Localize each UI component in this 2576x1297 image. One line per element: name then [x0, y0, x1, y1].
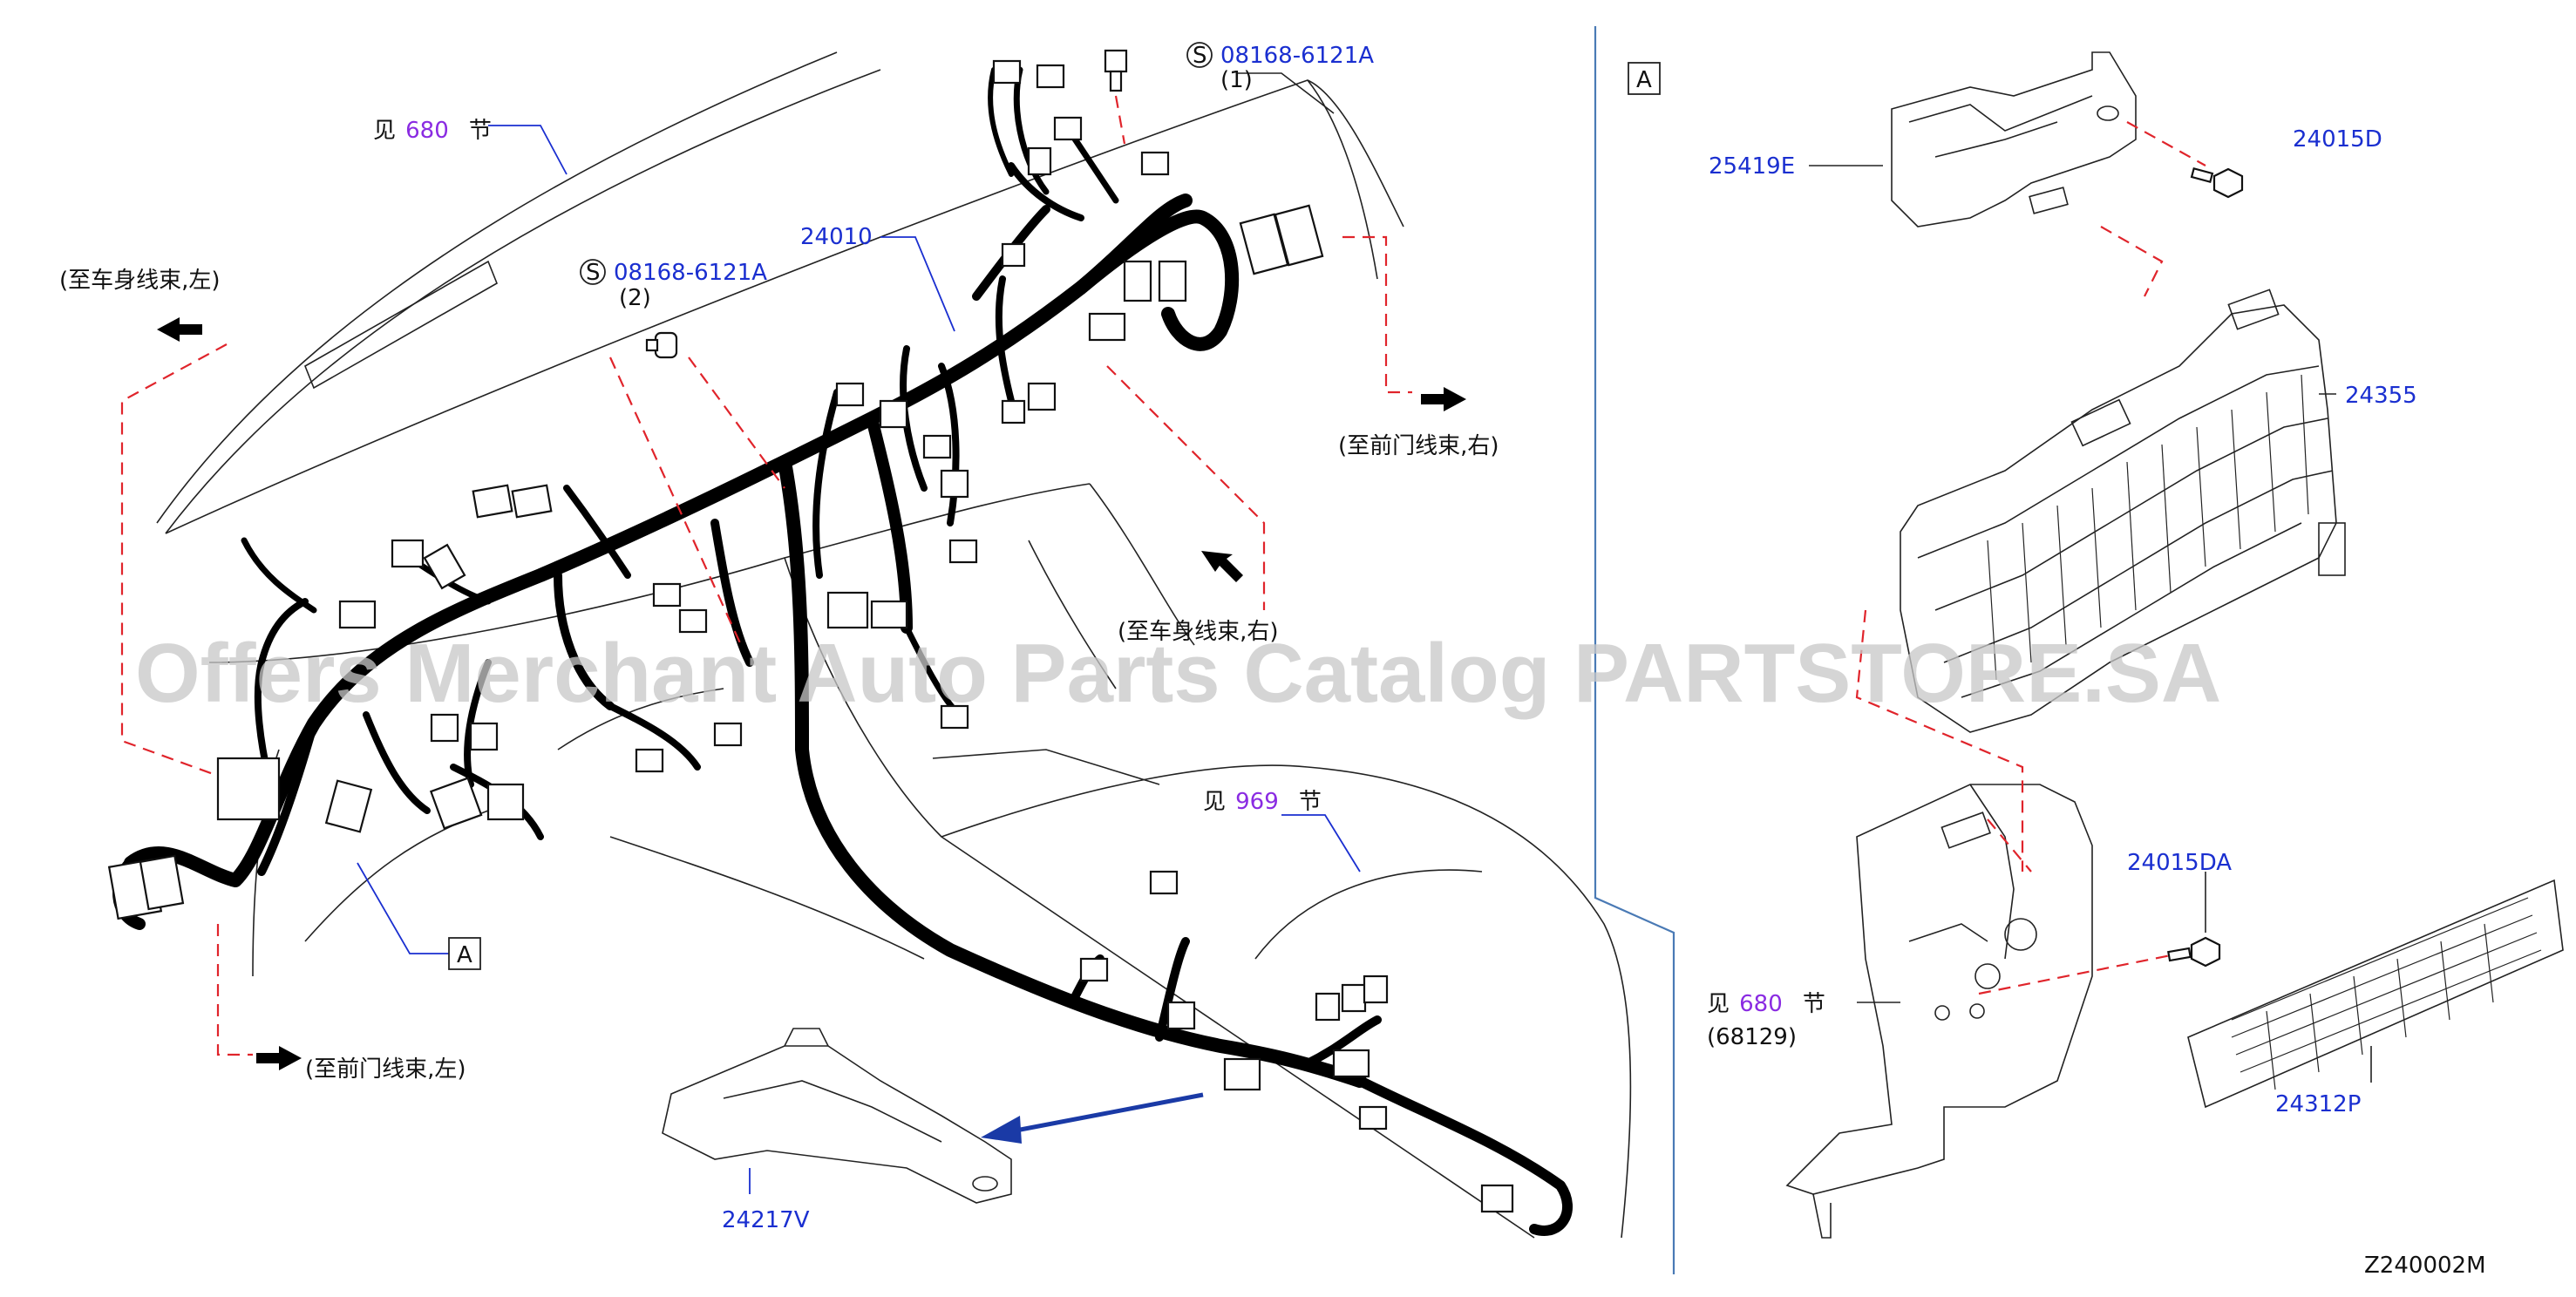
direction-front-door-right: (至前门线束,右) — [1338, 433, 1499, 459]
s-symbol-label: S — [1193, 43, 1207, 69]
s-symbol-label: S — [586, 260, 601, 286]
reference-sub-number: (68129) — [1707, 1024, 1797, 1050]
part-number-clip-top: 24015D — [2293, 126, 2382, 153]
bolt-quantity: (1) — [1220, 67, 1253, 93]
bolt-icon — [645, 331, 678, 359]
dashed-guide-lines — [120, 95, 1412, 1056]
s-symbol-icon — [580, 259, 606, 285]
part-number-fuse-block: 24355 — [2345, 383, 2417, 409]
arrow-icon — [1421, 387, 1466, 411]
leader-lines — [357, 72, 1361, 1194]
callout-box — [1628, 62, 1661, 95]
arrow-icon — [157, 317, 202, 342]
bolt-quantity: (2) — [619, 285, 651, 311]
callout-box — [448, 937, 481, 970]
bolt-part-number: 08168-6121A — [614, 260, 767, 286]
part-number-label: 24312P — [2275, 1091, 2361, 1117]
callout-label: A — [457, 942, 472, 968]
watermark-text: Offers Merchant Auto Parts Catalog PARTS… — [135, 627, 2221, 720]
s-symbol-icon — [1186, 42, 1213, 68]
diagram-code: Z240002M — [2364, 1253, 2486, 1279]
fuse-block-24355 — [1900, 289, 2346, 733]
arrow-icon — [1201, 551, 1243, 582]
callout-label: A — [1636, 67, 1652, 93]
arrow-icon — [256, 1046, 302, 1070]
direction-body-left: (至车身线束,左) — [59, 268, 221, 294]
bracket-24217v — [662, 1028, 1012, 1204]
clip-icon — [2167, 936, 2221, 968]
arrow-icon — [981, 1092, 1204, 1144]
direction-front-door-left: (至前门线束,左) — [305, 1056, 466, 1083]
label-24312p — [2187, 879, 2564, 1109]
reference-label: 见 680 节 — [373, 118, 492, 144]
reference-label: 见 969 节 — [1203, 789, 1322, 815]
section-divider — [1594, 26, 1675, 1274]
part-number-bracket-lower: 24217V — [722, 1207, 810, 1233]
clip-icon — [2190, 166, 2244, 199]
harness-connectors — [107, 59, 1514, 1213]
bracket-68129 — [1785, 784, 2093, 1239]
direction-body-right: (至车身线束,右) — [1118, 619, 1279, 645]
part-number-clip-lower: 24015DA — [2127, 850, 2232, 876]
reference-label: 见 680 节 — [1707, 991, 1825, 1017]
part-number-harness: 24010 — [800, 224, 873, 250]
bolt-part-number: 08168-6121A — [1220, 43, 1374, 69]
bracket-25419e — [1891, 51, 2137, 227]
part-number-bracket-top: 25419E — [1709, 153, 1795, 180]
bolt-icon — [1104, 49, 1128, 92]
leader-lines — [1809, 165, 2372, 1083]
dashed-guide-lines — [1855, 121, 2206, 995]
